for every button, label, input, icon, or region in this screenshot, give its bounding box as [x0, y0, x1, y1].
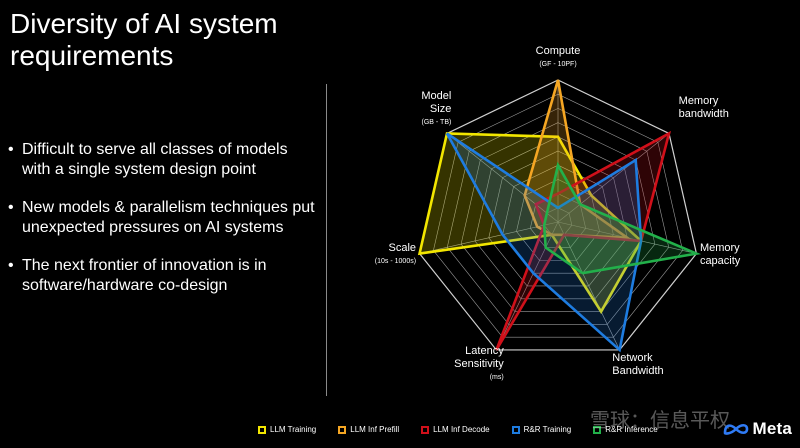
- bullet-item: The next frontier of innovation is in so…: [8, 256, 318, 296]
- legend-swatch: [258, 425, 266, 434]
- grid-ring: [488, 150, 628, 287]
- legend-label: LLM Inf Prefill: [350, 425, 400, 434]
- legend-item-rr-training: R&R Training: [511, 425, 572, 434]
- axis-spoke: [446, 133, 559, 223]
- legend-swatch: [421, 425, 430, 434]
- series-polygon-r-r-inference: [542, 161, 702, 275]
- bullet-item: Difficult to serve all classes of models…: [8, 140, 318, 180]
- legend-item-llm-inf-prefill: LLM Inf Prefill: [338, 425, 399, 434]
- series-polygon-llm-inf-decode: [495, 130, 672, 351]
- watermark-text: 雪球：信息平权: [590, 410, 730, 432]
- grid-ring: [460, 122, 656, 312]
- chart-legend: LLM Training LLM Inf Prefill LLM Inf Dec…: [258, 425, 658, 434]
- legend-label: LLM Training: [270, 425, 317, 434]
- vertical-divider: [326, 84, 327, 396]
- legend-swatch: [511, 425, 520, 434]
- bullet-list: Difficult to serve all classes of models…: [8, 140, 318, 314]
- grid-ring: [516, 179, 600, 261]
- legend-swatch: [338, 425, 347, 434]
- legend-label: R&R Inference: [605, 425, 658, 434]
- axis-spoke: [419, 221, 559, 254]
- axis-label: Compute(GF - 10PF): [536, 45, 581, 68]
- legend-swatch: [593, 425, 602, 434]
- legend-item-llm-training: LLM Training: [258, 425, 316, 434]
- grid-ring: [502, 164, 614, 274]
- meta-infinity-icon: [724, 423, 749, 435]
- meta-logo: Meta: [723, 419, 792, 439]
- series-polygon-llm-training: [417, 132, 643, 315]
- axis-label: Scale(10s - 1000s): [375, 242, 416, 265]
- axis-spoke: [496, 221, 559, 351]
- legend-item-llm-inf-decode: LLM Inf Decode: [421, 425, 490, 434]
- bullet-item: New models & parallelism techniques put …: [8, 198, 318, 238]
- axis-spoke: [557, 221, 620, 351]
- grid-ring: [474, 136, 642, 300]
- slide-title: Diversity of AI system requirements: [10, 8, 278, 71]
- logo-text: Meta: [752, 419, 792, 438]
- axis-spoke: [557, 133, 670, 223]
- legend-label: R&R Training: [523, 425, 572, 434]
- legend-label: LLM Inf Decode: [433, 425, 490, 434]
- legend-item-rr-inference: R&R Inference: [593, 425, 658, 434]
